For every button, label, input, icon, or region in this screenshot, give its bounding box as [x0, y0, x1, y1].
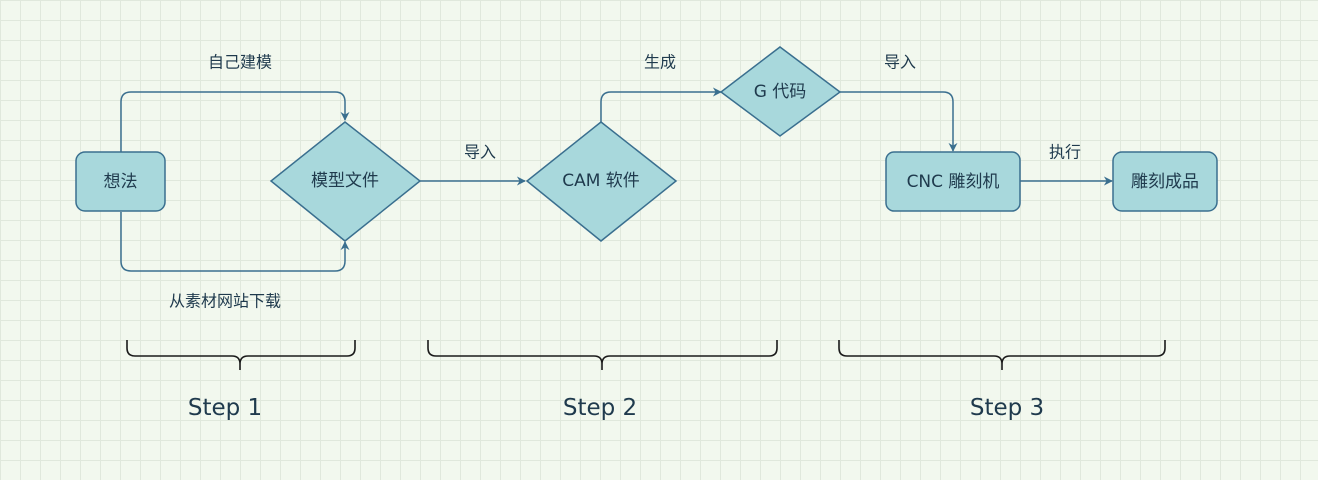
brace-step-2 — [427, 340, 778, 370]
edge-label-download: 从素材网站下载 — [169, 292, 281, 311]
step-label-1: Step 1 — [188, 395, 262, 421]
edge-download — [120, 212, 350, 272]
node-cnc-machine-label: CNC 雕刻机 — [907, 172, 1000, 192]
edge-gcode-to-cnc — [840, 91, 958, 152]
node-cnc-machine[interactable]: CNC 雕刻机 — [885, 151, 1021, 212]
node-finished-product-label: 雕刻成品 — [1131, 172, 1199, 192]
node-g-code[interactable]: G 代码 — [719, 46, 842, 137]
edge-cam-to-gcode — [600, 87, 722, 122]
edge-label-self-modeling: 自己建模 — [208, 53, 272, 72]
brace-step-3 — [838, 340, 1166, 370]
edge-label-generate: 生成 — [644, 53, 676, 72]
node-cam-software-label: CAM 软件 — [562, 171, 640, 191]
step-label-3: Step 3 — [970, 395, 1044, 421]
brace-step-1 — [126, 340, 356, 370]
edge-label-import-cnc: 导入 — [884, 53, 916, 72]
step-label-2: Step 2 — [563, 395, 637, 421]
node-cam-software[interactable]: CAM 软件 — [525, 121, 678, 242]
node-finished-product[interactable]: 雕刻成品 — [1112, 151, 1218, 212]
node-idea[interactable]: 想法 — [75, 151, 166, 212]
node-idea-label: 想法 — [104, 172, 138, 192]
node-g-code-label: G 代码 — [754, 82, 807, 102]
node-model-file-label: 模型文件 — [311, 171, 379, 191]
edge-self-modeling — [120, 91, 350, 152]
node-model-file[interactable]: 模型文件 — [269, 121, 422, 242]
edge-label-import-cam: 导入 — [464, 143, 496, 162]
edge-label-execute: 执行 — [1049, 143, 1081, 162]
